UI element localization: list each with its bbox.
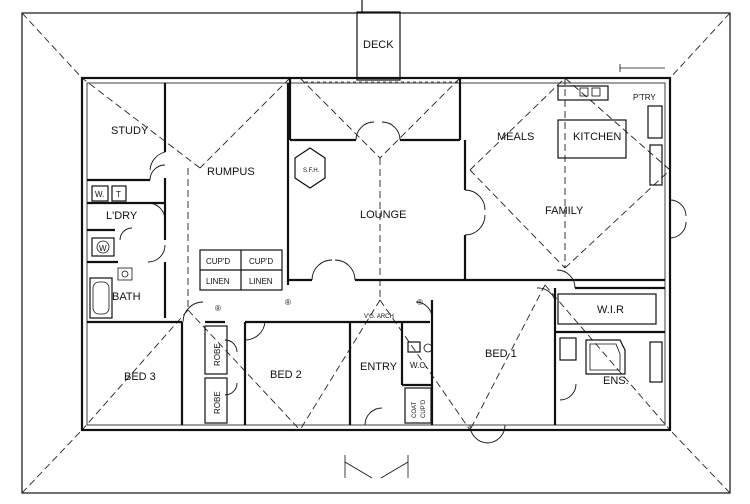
marker-c: ®: [417, 298, 423, 307]
cupboard-left-label: CUP'D: [206, 257, 230, 266]
linen-right-label: LINEN: [249, 277, 273, 286]
arch-label: V'G. ARCH: [364, 314, 394, 320]
bath-label: BATH: [112, 291, 141, 303]
roof-hip-lines: [81, 77, 671, 431]
marker-a: ®: [215, 304, 221, 313]
kitchen-label: KITCHEN: [573, 131, 621, 143]
rumpus-label: RUMPUS: [207, 166, 255, 178]
pantry-label: P'TRY: [633, 93, 656, 102]
doors: [119, 121, 687, 479]
cupboard-right-label: CUP'D: [249, 257, 273, 266]
fixtures: S.F.H. W. T W: [89, 64, 665, 383]
bathtub-icon: [89, 267, 133, 319]
lounge-label: LOUNGE: [360, 209, 406, 221]
annotations: V'G. ARCH ® ® ®: [215, 298, 423, 320]
family-label: FAMILY: [545, 205, 584, 217]
entry-label: ENTRY: [360, 361, 398, 373]
deck-label: DECK: [363, 39, 394, 51]
dryer-label: W: [99, 244, 107, 253]
ensuite-label: ENS.: [603, 375, 629, 387]
room-labels: DECK STUDY RUMPUS L'DRY BATH LOUNGE MEAL…: [106, 39, 656, 418]
linen-left-label: LINEN: [206, 277, 230, 286]
coat-cupboard-label-1: COAT: [412, 401, 418, 418]
laundry-label: L'DRY: [106, 210, 138, 222]
ensuite-fixtures: [559, 337, 663, 383]
study-label: STUDY: [111, 125, 149, 137]
bed1-label: BED 1: [485, 348, 517, 360]
deck: [305, 0, 460, 83]
roof-outline: [21, 12, 731, 494]
wc-label: W.C.: [410, 361, 427, 370]
meals-label: MEALS: [497, 131, 534, 143]
laundry-appliances: [91, 185, 127, 257]
fireplace-icon: [294, 147, 326, 189]
wc-fixtures: [407, 341, 433, 353]
exterior-walls: [80, 76, 672, 432]
tub-label: T: [116, 190, 121, 199]
kitchen-fixtures: [557, 64, 665, 186]
marker-b: ®: [285, 298, 291, 307]
bed2-label: BED 2: [270, 369, 302, 381]
wir-label: W.I.R: [597, 304, 624, 316]
robe-bottom-label: ROBE: [213, 391, 222, 414]
bed3-label: BED 3: [124, 371, 156, 383]
robe-top-label: ROBE: [213, 343, 222, 366]
washer-label: W.: [95, 190, 104, 199]
fireplace-label: S.F.H.: [303, 168, 320, 174]
coat-cupboard-label-2: CUP'D: [421, 399, 427, 418]
